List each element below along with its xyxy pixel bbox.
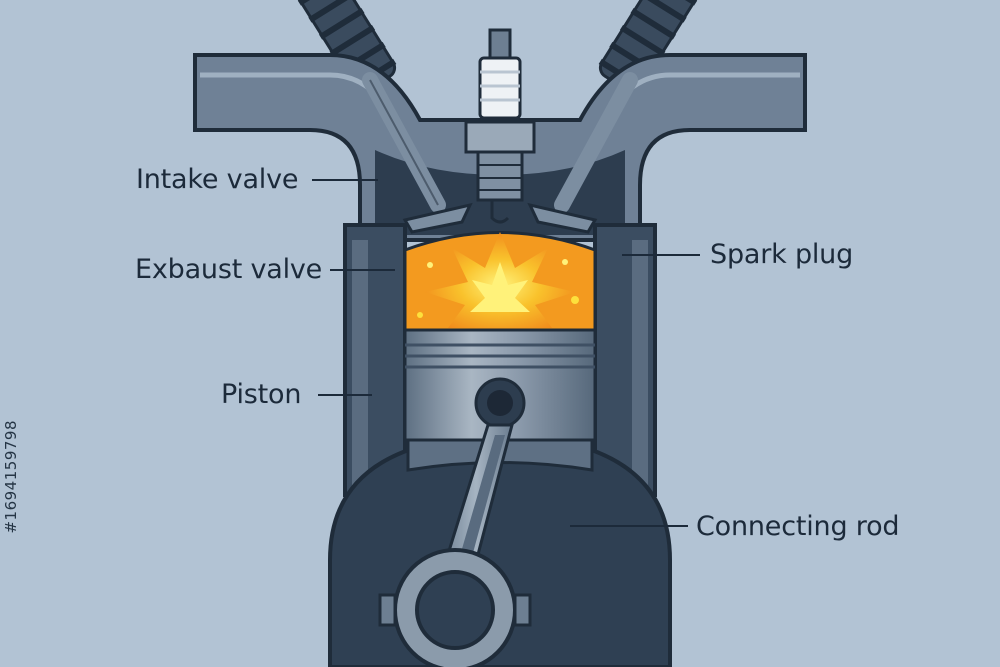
combustion-flame [403, 231, 597, 332]
stock-id-watermark: #1694159798 [2, 420, 20, 534]
spark-plug [464, 28, 536, 224]
piston [403, 328, 597, 472]
intake-valve [362, 72, 473, 234]
exhaust-valve [527, 72, 638, 234]
connecting-rod-label: Connecting rod [696, 511, 900, 542]
intake-valve-label: Intake valve [136, 164, 299, 195]
exhaust-valve-label: Exbaust valve [135, 254, 323, 285]
spark-plug-label: Spark plug [710, 239, 854, 270]
piston-label: Piston [221, 379, 302, 410]
connecting-rod [378, 423, 532, 667]
